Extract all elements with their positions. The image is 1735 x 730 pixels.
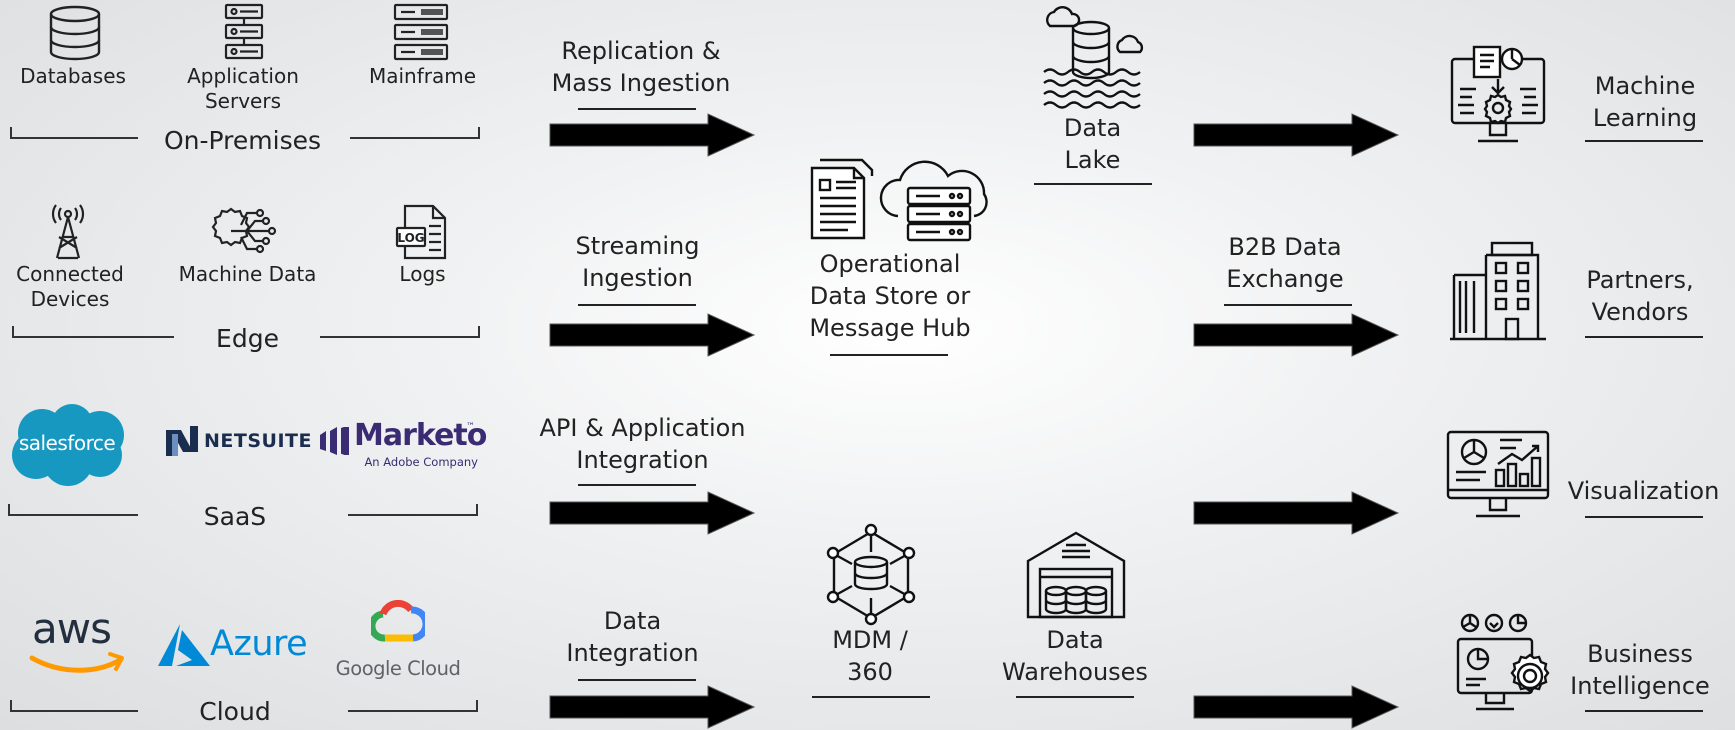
mdm-network-icon [826, 523, 916, 626]
api-integration-label: API & Application Integration [539, 414, 746, 474]
ingest-arrow-4 [549, 685, 756, 729]
replication-underline [578, 108, 696, 110]
saas-bracket-left [8, 504, 138, 516]
application-server-icon [224, 3, 264, 60]
document-cloud-server-icon [810, 158, 988, 242]
antenna-tower-icon [51, 204, 85, 260]
svg-text:LOG: LOG [397, 231, 424, 245]
machine-data-label: Machine Data [178, 262, 317, 286]
api-underline [578, 484, 696, 486]
data-warehouses-label: Data Warehouses [1002, 626, 1148, 686]
onprem-bracket-left [10, 127, 138, 139]
saas-group-label: SaaS [203, 502, 267, 531]
streaming-ingestion-label: Streaming Ingestion [575, 232, 700, 292]
mainframe-icon [393, 3, 449, 61]
ods-underline [830, 354, 948, 356]
output-arrow-3 [1193, 491, 1400, 535]
visualization-label: Visualization [1567, 477, 1720, 505]
b2b-underline [1224, 304, 1352, 306]
machine-learning-label: Machine Learning [1592, 72, 1698, 132]
visualization-underline [1585, 516, 1703, 518]
aws-logo: aws [28, 604, 128, 682]
data-lake-label: Data Lake [1063, 114, 1122, 174]
logs-label: Logs [399, 262, 446, 286]
netsuite-logo: NETSUITE [166, 426, 311, 462]
database-icon [49, 5, 101, 61]
databases-label: Databases [20, 64, 126, 88]
edge-group-label: Edge [216, 324, 279, 353]
marketo-logo: Marketo ™ An Adobe Company [320, 418, 487, 472]
logs-icon: LOG [395, 204, 447, 260]
machine-learning-underline [1585, 140, 1703, 142]
saas-bracket-right [348, 504, 478, 516]
onprem-bracket-right [350, 127, 480, 139]
business-intelligence-label: Business Intelligence [1570, 640, 1710, 700]
google-cloud-logo: Google Cloud [328, 600, 468, 684]
edge-bracket-right [320, 326, 480, 338]
replication-ingestion-label: Replication & Mass Ingestion [551, 37, 731, 97]
ingest-arrow-3 [549, 491, 756, 535]
data-warehouse-icon [1026, 531, 1126, 619]
office-building-icon [1450, 241, 1546, 341]
onprem-group-label: On-Premises [163, 126, 322, 155]
connected-devices-label: Connected Devices [16, 262, 124, 311]
cloud-bracket-right [348, 700, 478, 712]
output-arrow-4 [1193, 685, 1400, 729]
data-integration-label: Data Integration [566, 607, 699, 667]
partners-underline [1585, 336, 1703, 338]
salesforce-logo: salesforce [6, 403, 128, 487]
mdm-underline [812, 696, 930, 698]
machine-learning-icon [1450, 45, 1546, 143]
azure-logo: Azure [158, 624, 308, 670]
partners-vendors-label: Partners, Vendors [1586, 266, 1694, 326]
ods-label: Operational Data Store or Message Hub [809, 250, 971, 342]
cloud-bracket-left [10, 700, 138, 712]
mainframe-label: Mainframe [368, 64, 477, 88]
output-arrow-2 [1193, 313, 1400, 357]
data-lake-underline [1034, 183, 1152, 185]
mdm-label: MDM / 360 [832, 626, 908, 686]
application-servers-label: Application Servers [187, 64, 299, 113]
data-warehouses-underline [1016, 696, 1134, 698]
data-integration-underline [578, 679, 696, 681]
dashboard-monitor-icon [1446, 430, 1550, 518]
ingest-arrow-2 [549, 313, 756, 357]
output-arrow-1 [1193, 113, 1400, 157]
edge-bracket-left [12, 326, 174, 338]
streaming-underline [578, 304, 696, 306]
machine-data-icon [211, 207, 277, 254]
cloud-group-label: Cloud [199, 697, 271, 726]
data-lake-icon [1043, 6, 1144, 109]
ingest-arrow-1 [549, 113, 756, 157]
business-intelligence-underline [1585, 710, 1703, 712]
b2b-exchange-label: B2B Data Exchange [1226, 233, 1344, 293]
business-intelligence-icon [1456, 613, 1550, 711]
